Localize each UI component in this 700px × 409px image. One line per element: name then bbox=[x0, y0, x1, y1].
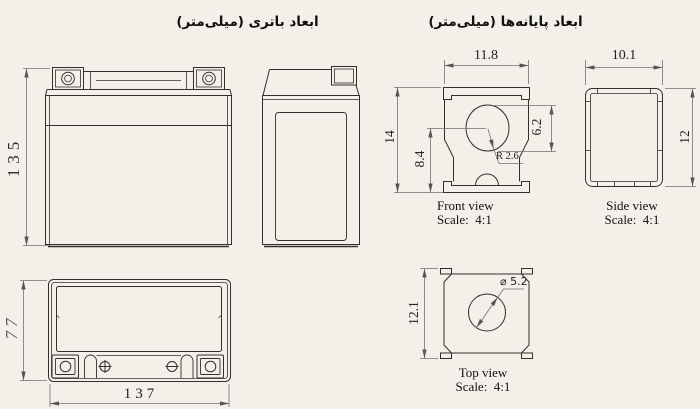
side-view-label: Side view bbox=[606, 198, 658, 213]
top-view-label: Top view bbox=[458, 365, 508, 380]
terminal-front-height-dimension: 14 bbox=[381, 130, 397, 144]
terminal-front-radius-callout: R 2.6 bbox=[496, 151, 519, 162]
battery-dimension-lines bbox=[20, 68, 230, 407]
terminal-front-view-drawing bbox=[443, 87, 530, 193]
battery-top-view-drawing bbox=[48, 279, 231, 382]
terminal-dimensions-title: ابعاد پایانه‌ها (میلی‌متر) bbox=[428, 14, 583, 30]
terminal-top-depth-dimension: 12.1 bbox=[405, 301, 421, 325]
battery-side-view-drawing bbox=[262, 66, 360, 248]
terminal-front-width-dimension: 11.8 bbox=[474, 48, 498, 63]
battery-length-dimension: 137 bbox=[123, 386, 159, 402]
positive-terminal-symbol bbox=[98, 360, 112, 373]
terminal-side-view-drawing bbox=[585, 88, 663, 187]
top-view-scale: Scale: 4:1 bbox=[455, 379, 511, 394]
terminal-side-height-dimension: 12 bbox=[676, 130, 692, 144]
battery-front-view-drawing bbox=[45, 67, 232, 248]
front-view-scale: Scale: 4:1 bbox=[437, 212, 492, 227]
battery-depth-dimension: 77 bbox=[1, 314, 21, 340]
terminal-side-dimension-lines bbox=[585, 60, 696, 187]
terminal-front-hole-center-dimension: 8.4 bbox=[411, 150, 427, 168]
terminal-side-width-dimension: 10.1 bbox=[611, 48, 637, 63]
terminal-top-hole-diameter-callout: ⌀ 5.2 bbox=[500, 275, 528, 288]
terminal-front-hole-height-dimension: 6.2 bbox=[528, 118, 544, 136]
battery-height-dimension: 135 bbox=[3, 136, 23, 178]
battery-dimensions-title: ابعاد باتری (میلی‌متر) bbox=[176, 14, 319, 30]
front-view-label: Front view bbox=[437, 198, 494, 213]
terminal-front-dimension-lines bbox=[394, 60, 556, 193]
side-view-scale: Scale: 4:1 bbox=[604, 212, 660, 227]
negative-terminal-symbol bbox=[165, 361, 179, 372]
terminal-top-dimension-lines bbox=[420, 268, 524, 359]
